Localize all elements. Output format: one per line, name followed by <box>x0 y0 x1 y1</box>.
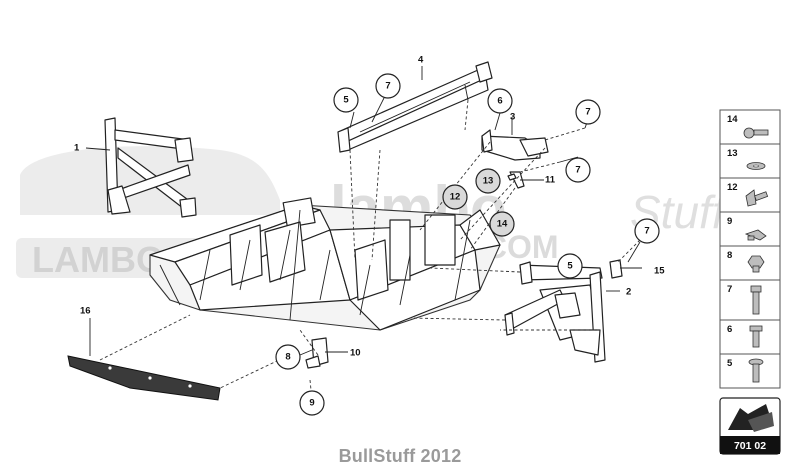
bolt-with-washer-icon <box>743 127 769 139</box>
svg-text:14: 14 <box>497 219 508 230</box>
callout-9: 9 <box>299 390 325 416</box>
svg-text:13: 13 <box>727 148 738 159</box>
hardware-legend: 14 13 12 9 <box>719 109 781 389</box>
part-16-underbody-panel <box>67 355 221 401</box>
callout-5-right: 5 <box>557 253 583 279</box>
svg-text:7: 7 <box>385 81 390 92</box>
svg-text:12: 12 <box>450 192 461 203</box>
legend-item-14: 14 <box>719 109 781 145</box>
torx-bolt-icon <box>748 358 764 383</box>
callout-7-upper-right: 7 <box>575 99 601 125</box>
svg-text:14: 14 <box>727 114 738 125</box>
legend-item-9: 9 <box>719 211 781 247</box>
svg-text:7: 7 <box>727 284 732 295</box>
short-bolt-icon <box>749 325 763 348</box>
diagram-code: 701 02 <box>734 440 766 452</box>
legend-item-5: 5 <box>719 353 781 389</box>
callout-7-mid-right: 7 <box>565 157 591 183</box>
svg-text:9: 9 <box>309 398 314 409</box>
callout-7-top: 7 <box>375 73 401 99</box>
legend-item-6: 6 <box>719 319 781 355</box>
legend-item-8: 8 <box>719 245 781 281</box>
svg-text:8: 8 <box>727 250 732 261</box>
callout-13: 13 <box>475 168 501 194</box>
callout-3: 3 <box>510 112 515 123</box>
svg-text:5: 5 <box>567 261 573 272</box>
footer-credit: BullStuff 2012 <box>338 446 462 466</box>
flat-washer-icon <box>746 162 766 170</box>
callout-8: 8 <box>275 344 301 370</box>
callout-12: 12 <box>442 184 468 210</box>
clip-icon <box>744 229 767 241</box>
svg-text:5: 5 <box>727 358 733 369</box>
svg-text:5: 5 <box>343 95 349 106</box>
callout-10: 10 <box>350 348 361 359</box>
callout-7-right: 7 <box>634 218 660 244</box>
direction-arrow-icon <box>728 404 774 432</box>
svg-text:7: 7 <box>585 107 590 118</box>
svg-text:9: 9 <box>727 216 732 227</box>
svg-text:6: 6 <box>497 96 502 107</box>
svg-text:6: 6 <box>727 324 732 335</box>
callout-14: 14 <box>489 211 515 237</box>
legend-item-7: 7 <box>719 279 781 321</box>
part-1-side-bracket <box>104 117 197 218</box>
callout-15: 15 <box>654 266 665 277</box>
part-2-side-bracket <box>504 259 623 363</box>
callout-6: 6 <box>487 88 513 114</box>
callouts: 1 2 3 4 5 7 6 7 7 11 13 12 <box>74 55 665 416</box>
svg-text:7: 7 <box>644 226 649 237</box>
callout-11: 11 <box>545 175 556 186</box>
callout-5-top: 5 <box>333 87 359 113</box>
legend-item-13: 13 <box>719 143 781 179</box>
part-11-clip <box>507 171 525 189</box>
svg-text:12: 12 <box>727 182 738 193</box>
part-10-bracket <box>305 337 329 369</box>
part-4-upper-crossbeam <box>337 61 493 153</box>
long-bolt-icon <box>750 285 762 315</box>
svg-text:7: 7 <box>575 165 580 176</box>
callout-16: 16 <box>80 306 91 317</box>
legend-item-12: 12 <box>719 177 781 213</box>
svg-text:8: 8 <box>285 352 290 363</box>
callout-4: 4 <box>418 55 424 66</box>
nut-icon <box>747 255 765 273</box>
flange-bolt-icon <box>745 189 769 207</box>
callout-1: 1 <box>74 143 80 154</box>
svg-text:13: 13 <box>483 176 494 187</box>
callout-2: 2 <box>626 287 631 298</box>
front-chassis-frame <box>149 197 501 331</box>
diagram-code-badge: 701 02 <box>719 397 781 455</box>
part-3-bracket <box>481 129 549 161</box>
